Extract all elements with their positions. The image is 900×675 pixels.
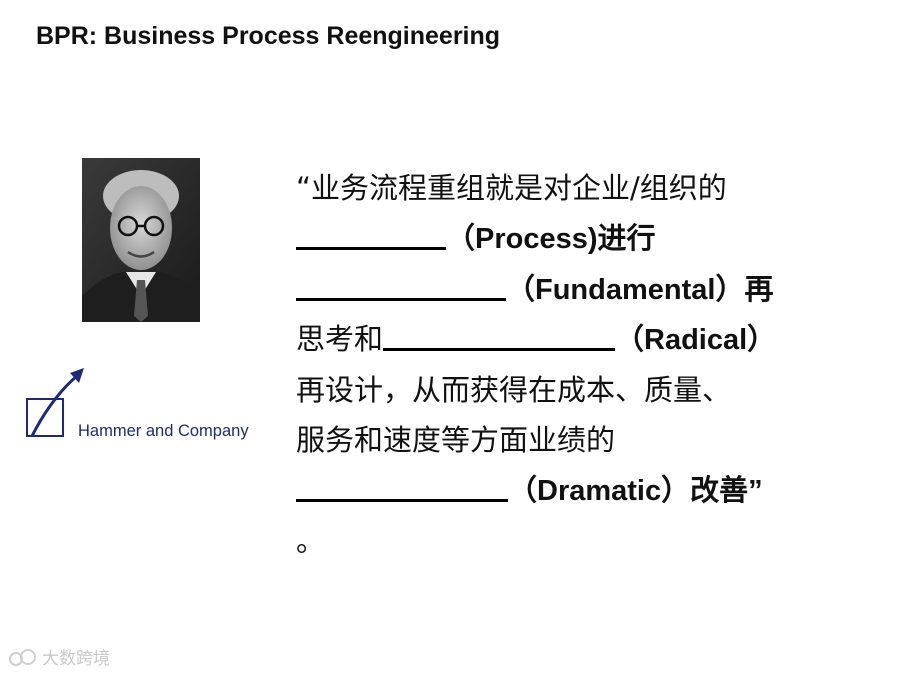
company-name: Hammer and Company <box>78 422 249 440</box>
quote-text: “业务流程重组就是对企业/组织的 （Process)进行 （Fundamenta… <box>296 168 856 571</box>
term-dramatic: （Dramatic）改善” <box>508 475 763 508</box>
fill-blank <box>296 223 446 251</box>
quote-line-2: （Process)进行 <box>296 218 856 268</box>
quote-line-3: （Fundamental）再 <box>296 269 856 319</box>
watermark-text: 大数跨境 <box>42 649 110 669</box>
fill-blank <box>296 475 508 503</box>
logo-arrow-icon <box>26 368 84 437</box>
company-logo: Hammer and Company <box>24 365 284 443</box>
quote-line-6: 服务和速度等方面业绩的 <box>296 422 616 457</box>
quote-line-5: 再设计，从而获得在成本、质量、 <box>296 372 732 407</box>
fill-blank <box>383 324 616 352</box>
term-radical: （Radical） <box>615 324 777 357</box>
quote-line-7: （Dramatic）改善” <box>296 470 856 520</box>
quote-line-1: “业务流程重组就是对企业/组织的 <box>296 171 727 205</box>
watermark-logo-icon <box>9 648 36 666</box>
term-fundamental: （Fundamental）再 <box>506 273 774 306</box>
quote-line-4-prefix: 思考和 <box>296 322 384 357</box>
term-process: （Process)进行 <box>446 223 656 256</box>
portrait-photo <box>82 158 200 322</box>
fill-blank <box>296 274 506 301</box>
slide-title: BPR: Business Process Reengineering <box>36 22 501 50</box>
watermark: 大数跨境 <box>8 644 110 669</box>
quote-line-8: 。 <box>296 523 326 558</box>
quote-line-4: 思考和 （Radical） <box>296 319 856 369</box>
